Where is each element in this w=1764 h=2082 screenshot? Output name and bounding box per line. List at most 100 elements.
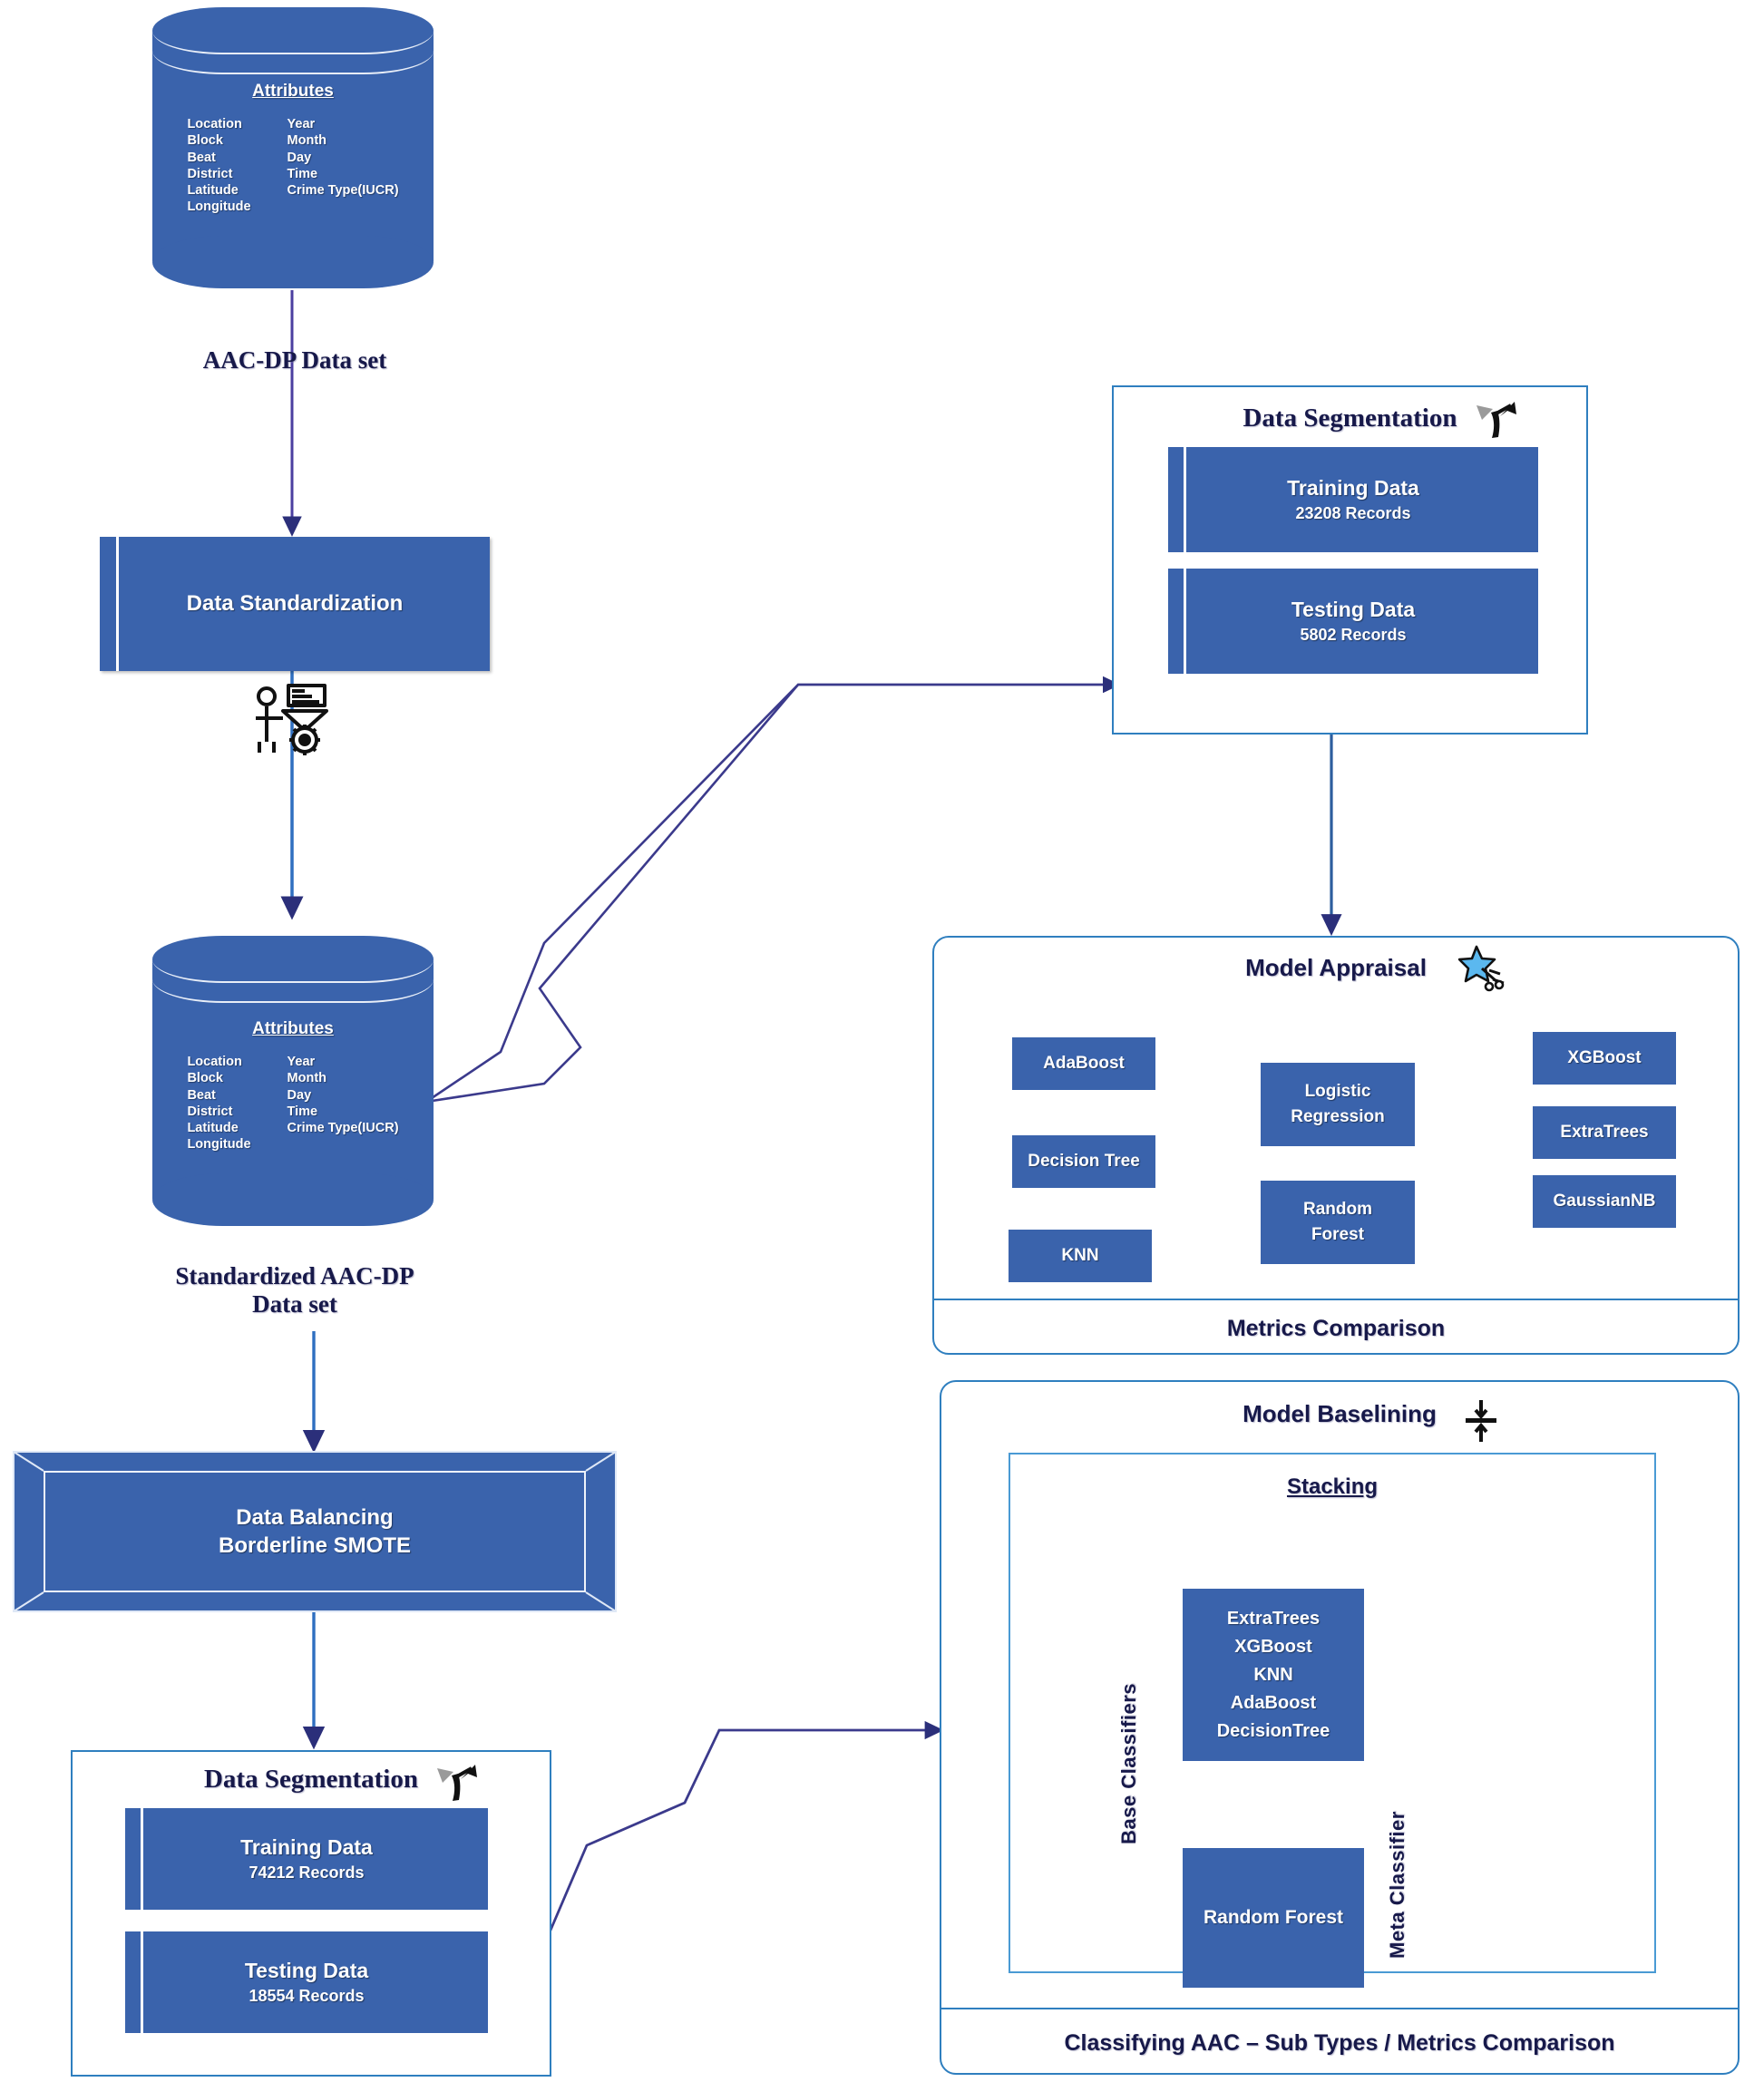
dataset-top-caption: AAC-DP Data set xyxy=(202,346,387,374)
data-balancing-box: Data Balancing Borderline SMOTE xyxy=(13,1451,617,1612)
model-appraisal-title: Model Appraisal xyxy=(1245,954,1427,981)
caption-line-2: Data set xyxy=(252,1290,337,1318)
model-box-random-forest: Random Forest xyxy=(1261,1181,1415,1264)
bevel-inner-border xyxy=(44,1471,586,1592)
attributes-right-column: Year Month Day Time Crime Type(IUCR) xyxy=(288,1054,399,1153)
attribute-longitude: Longitude xyxy=(187,199,251,215)
testing-data-label: Testing Data xyxy=(1291,598,1416,621)
base-classifier-extratrees: ExtraTrees xyxy=(1226,1608,1321,1629)
testing-data-box-bottom: Testing Data 18554 Records xyxy=(125,1931,488,2033)
star-rating-icon xyxy=(1458,945,1505,992)
segmentation-top-title: Data Segmentation xyxy=(1243,404,1457,433)
training-data-records: 74212 Records xyxy=(249,1863,365,1882)
attributes-right-column: Year Month Day Time Crime Type(IUCR) xyxy=(288,116,399,216)
training-data-records: 23208 Records xyxy=(1295,504,1411,522)
model-box-xgboost: XGBoost xyxy=(1533,1032,1676,1085)
split-arrows-icon xyxy=(1476,402,1516,438)
base-classifier-knn: KNN xyxy=(1253,1664,1293,1685)
model-label: KNN xyxy=(1061,1246,1099,1265)
cylinder-content: Attributes Location Block Beat District … xyxy=(152,1019,434,1153)
data-standardization-box: Data Standardization xyxy=(100,537,490,671)
base-classifiers-label: Base Classifiers xyxy=(1117,1683,1140,1844)
base-classifiers-box: ExtraTrees XGBoost KNN AdaBoost Decision… xyxy=(1183,1589,1364,1761)
base-classifier-adaboost: AdaBoost xyxy=(1230,1692,1317,1713)
model-box-decision-tree: Decision Tree xyxy=(1012,1135,1155,1188)
attributes-heading: Attributes xyxy=(252,1019,334,1038)
training-data-label: Training Data xyxy=(1287,476,1419,500)
attribute-location: Location xyxy=(187,117,242,131)
attribute-year: Year xyxy=(287,117,316,131)
stacking-panel: Stacking Base Classifiers ExtraTrees XGB… xyxy=(1009,1453,1656,1988)
model-label: XGBoost xyxy=(1567,1048,1642,1067)
testing-data-records: 18554 Records xyxy=(249,1987,365,2005)
metrics-comparison-footer: Metrics Comparison xyxy=(932,1299,1740,1357)
dataset-cylinder-top: Attributes Location Block Beat District … xyxy=(152,7,434,288)
testing-data-records: 5802 Records xyxy=(1300,626,1407,644)
model-label-line-2: Regression xyxy=(1291,1107,1385,1126)
data-segmentation-bottom-panel: Data Segmentation Training Data 74212 Re… xyxy=(71,1750,551,2077)
cylinder-content: Attributes Location Block Beat District … xyxy=(152,82,434,216)
model-label-line-2: Forest xyxy=(1311,1225,1365,1244)
stacking-title: Stacking xyxy=(1286,1474,1379,1499)
model-label-line-1: Logistic xyxy=(1304,1081,1371,1101)
model-box-adaboost: AdaBoost xyxy=(1012,1037,1155,1090)
attributes-grid: Location Block Beat District Latitude Lo… xyxy=(152,1054,434,1153)
base-classifier-xgboost: XGBoost xyxy=(1234,1636,1312,1657)
attribute-time: Time xyxy=(287,1104,318,1119)
attribute-day: Day xyxy=(287,150,312,165)
cylinder-bottom-ellipse xyxy=(152,236,434,288)
attribute-month: Month xyxy=(287,1071,327,1086)
training-data-box-top: Training Data 23208 Records xyxy=(1168,447,1538,552)
attribute-crime-type: Crime Type(IUCR) xyxy=(287,1121,399,1136)
attribute-district: District xyxy=(187,166,233,181)
attribute-location: Location xyxy=(187,1055,242,1069)
dataset-standardized-caption: Standardized AAC-DP Data set xyxy=(109,1262,481,1318)
attribute-block: Block xyxy=(187,1071,223,1086)
base-classifier-decisiontree: DecisionTree xyxy=(1216,1720,1330,1741)
training-data-label: Training Data xyxy=(240,1835,373,1859)
segmentation-bottom-title: Data Segmentation xyxy=(203,1765,418,1794)
attribute-time: Time xyxy=(287,166,318,181)
attribute-month: Month xyxy=(287,133,327,149)
attributes-grid: Location Block Beat District Latitude Lo… xyxy=(152,116,434,216)
cylinder-top-ellipse xyxy=(152,936,434,983)
meta-classifier-side-label: Meta Classifier xyxy=(1386,1811,1408,1959)
split-arrows-icon xyxy=(437,1765,477,1801)
person-data-processing-gear-icon xyxy=(256,684,328,755)
model-label-line-1: Random xyxy=(1303,1199,1372,1219)
data-balancing-line-2: Borderline SMOTE xyxy=(218,1533,412,1558)
model-label: ExtraTrees xyxy=(1560,1123,1649,1142)
model-baselining-title: Model Baselining xyxy=(1243,1400,1437,1427)
model-box-gaussiannb: GaussianNB xyxy=(1533,1175,1676,1228)
attribute-district: District xyxy=(187,1104,233,1119)
cylinder-top-ellipse xyxy=(152,7,434,54)
data-segmentation-top-panel: Data Segmentation Training Data 23208 Re… xyxy=(1112,385,1588,735)
testing-data-box-top: Testing Data 5802 Records xyxy=(1168,569,1538,674)
meta-classifier-box: Random Forest xyxy=(1183,1848,1364,1988)
model-appraisal-panel: Model Appraisal AdaBoost Decision Tree K… xyxy=(932,936,1740,1355)
classification-footer: Classifying AAC – Sub Types / Metrics Co… xyxy=(940,2008,1740,2077)
model-box-logistic-regression: Logistic Regression xyxy=(1261,1063,1415,1146)
baseline-collapse-icon xyxy=(1466,1400,1496,1442)
model-box-extratrees: ExtraTrees xyxy=(1533,1106,1676,1159)
connector-bottom-segmentation-to-baselining xyxy=(542,1720,944,1946)
attribute-latitude: Latitude xyxy=(187,1121,239,1136)
data-balancing-label: Data Balancing Borderline SMOTE xyxy=(13,1451,617,1612)
testing-data-label: Testing Data xyxy=(244,1959,369,1982)
training-data-box-bottom: Training Data 74212 Records xyxy=(125,1808,488,1910)
bevel-edges xyxy=(13,1451,617,1612)
model-label: Decision Tree xyxy=(1028,1152,1140,1171)
cylinder-bottom-ellipse xyxy=(152,1173,434,1226)
model-label: GaussianNB xyxy=(1553,1192,1656,1211)
attributes-left-column: Location Block Beat District Latitude Lo… xyxy=(187,116,250,216)
caption-line-1: Standardized AAC-DP xyxy=(175,1262,414,1289)
attribute-day: Day xyxy=(287,1087,312,1103)
attributes-heading: Attributes xyxy=(252,82,334,101)
data-standardization-label: Data Standardization xyxy=(186,591,404,616)
attribute-beat: Beat xyxy=(187,1087,216,1103)
model-label: AdaBoost xyxy=(1043,1054,1125,1073)
attribute-block: Block xyxy=(187,133,223,149)
attribute-longitude: Longitude xyxy=(187,1137,251,1153)
attribute-year: Year xyxy=(287,1055,316,1069)
